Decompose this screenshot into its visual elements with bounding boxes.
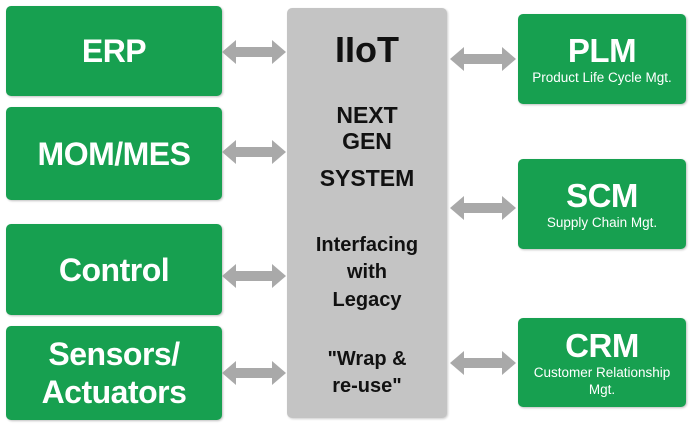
- sensors-label: Sensors/: [48, 336, 180, 372]
- control-label: Control: [58, 251, 170, 288]
- mom-mes-label: MOM/MES: [37, 135, 191, 172]
- next-gen-line-3: SYSTEM: [319, 165, 415, 191]
- interfacing-line-2: with: [347, 261, 387, 283]
- crm-subtitle-line-2: Mgt.: [588, 381, 616, 397]
- mom-mes-box: MOM/MES: [6, 107, 222, 200]
- iiot-center-box: IIoT NEXT GEN SYSTEM Interfacing with Le…: [287, 8, 447, 418]
- crm-box: CRM Customer Relationship Mgt.: [518, 318, 686, 407]
- next-gen-line-2: GEN: [342, 128, 392, 154]
- crm-subtitle-line-1: Customer Relationship: [533, 364, 671, 380]
- plm-subtitle: Product Life Cycle Mgt.: [532, 69, 672, 85]
- arrow-control-iiot: [222, 264, 286, 288]
- scm-box: SCM Supply Chain Mgt.: [518, 159, 686, 249]
- wrap-line-2: re-use": [332, 375, 402, 397]
- erp-label: ERP: [81, 33, 147, 69]
- crm-title: CRM: [565, 326, 639, 364]
- arrow-mes-iiot: [222, 140, 286, 164]
- actuators-label: Actuators: [41, 374, 187, 410]
- scm-subtitle: Supply Chain Mgt.: [546, 214, 658, 230]
- erp-box: ERP: [6, 6, 222, 96]
- plm-title: PLM: [567, 31, 637, 69]
- arrow-sensors-iiot: [222, 361, 286, 385]
- scm-title: SCM: [566, 176, 638, 214]
- sensors-actuators-box: Sensors/ Actuators: [6, 326, 222, 420]
- arrow-erp-iiot: [222, 40, 286, 64]
- plm-box: PLM Product Life Cycle Mgt.: [518, 14, 686, 104]
- arrow-iiot-crm: [450, 351, 516, 375]
- interfacing-line-1: Interfacing: [315, 234, 419, 256]
- iiot-title: IIoT: [335, 29, 399, 70]
- control-box: Control: [6, 224, 222, 315]
- arrow-iiot-plm: [450, 47, 516, 71]
- interfacing-line-3: Legacy: [332, 289, 402, 311]
- next-gen-line-1: NEXT: [336, 102, 398, 128]
- wrap-line-1: "Wrap &: [327, 348, 407, 370]
- arrow-iiot-scm: [450, 196, 516, 220]
